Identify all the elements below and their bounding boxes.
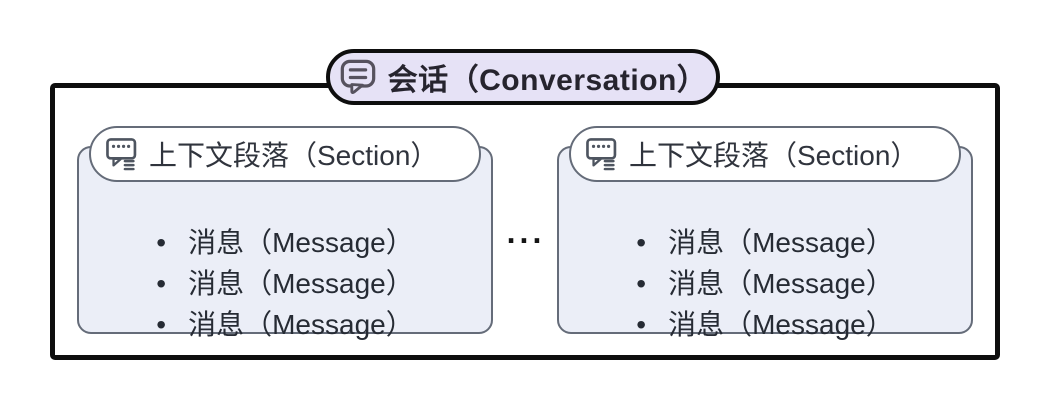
conversation-bubble-icon bbox=[339, 58, 377, 96]
section-header-label: 上下文段落（Section） bbox=[149, 140, 439, 171]
conversation-title-badge: 会话（Conversation） bbox=[326, 49, 720, 105]
message-item: 消息（Message） bbox=[636, 222, 894, 263]
message-item: 消息（Message） bbox=[636, 263, 894, 304]
message-item: 消息（Message） bbox=[156, 304, 414, 345]
section-bubble-list-icon bbox=[585, 136, 621, 172]
message-item: 消息（Message） bbox=[156, 222, 414, 263]
ellipsis-separator: ... bbox=[506, 214, 546, 250]
message-list-left: 消息（Message） 消息（Message） 消息（Message） bbox=[156, 222, 414, 345]
section-box-right: 消息（Message） 消息（Message） 消息（Message） bbox=[557, 126, 973, 340]
message-item: 消息（Message） bbox=[636, 304, 894, 345]
section-header-right: 上下文段落（Section） bbox=[569, 126, 961, 182]
section-box-left: 消息（Message） 消息（Message） 消息（Message） bbox=[77, 126, 493, 340]
message-list-right: 消息（Message） 消息（Message） 消息（Message） bbox=[636, 222, 894, 345]
conversation-title-label: 会话（Conversation） bbox=[387, 64, 708, 97]
section-header-left: 上下文段落（Section） bbox=[89, 126, 481, 182]
section-header-label: 上下文段落（Section） bbox=[629, 140, 919, 171]
message-item: 消息（Message） bbox=[156, 263, 414, 304]
section-bubble-list-icon bbox=[105, 136, 141, 172]
